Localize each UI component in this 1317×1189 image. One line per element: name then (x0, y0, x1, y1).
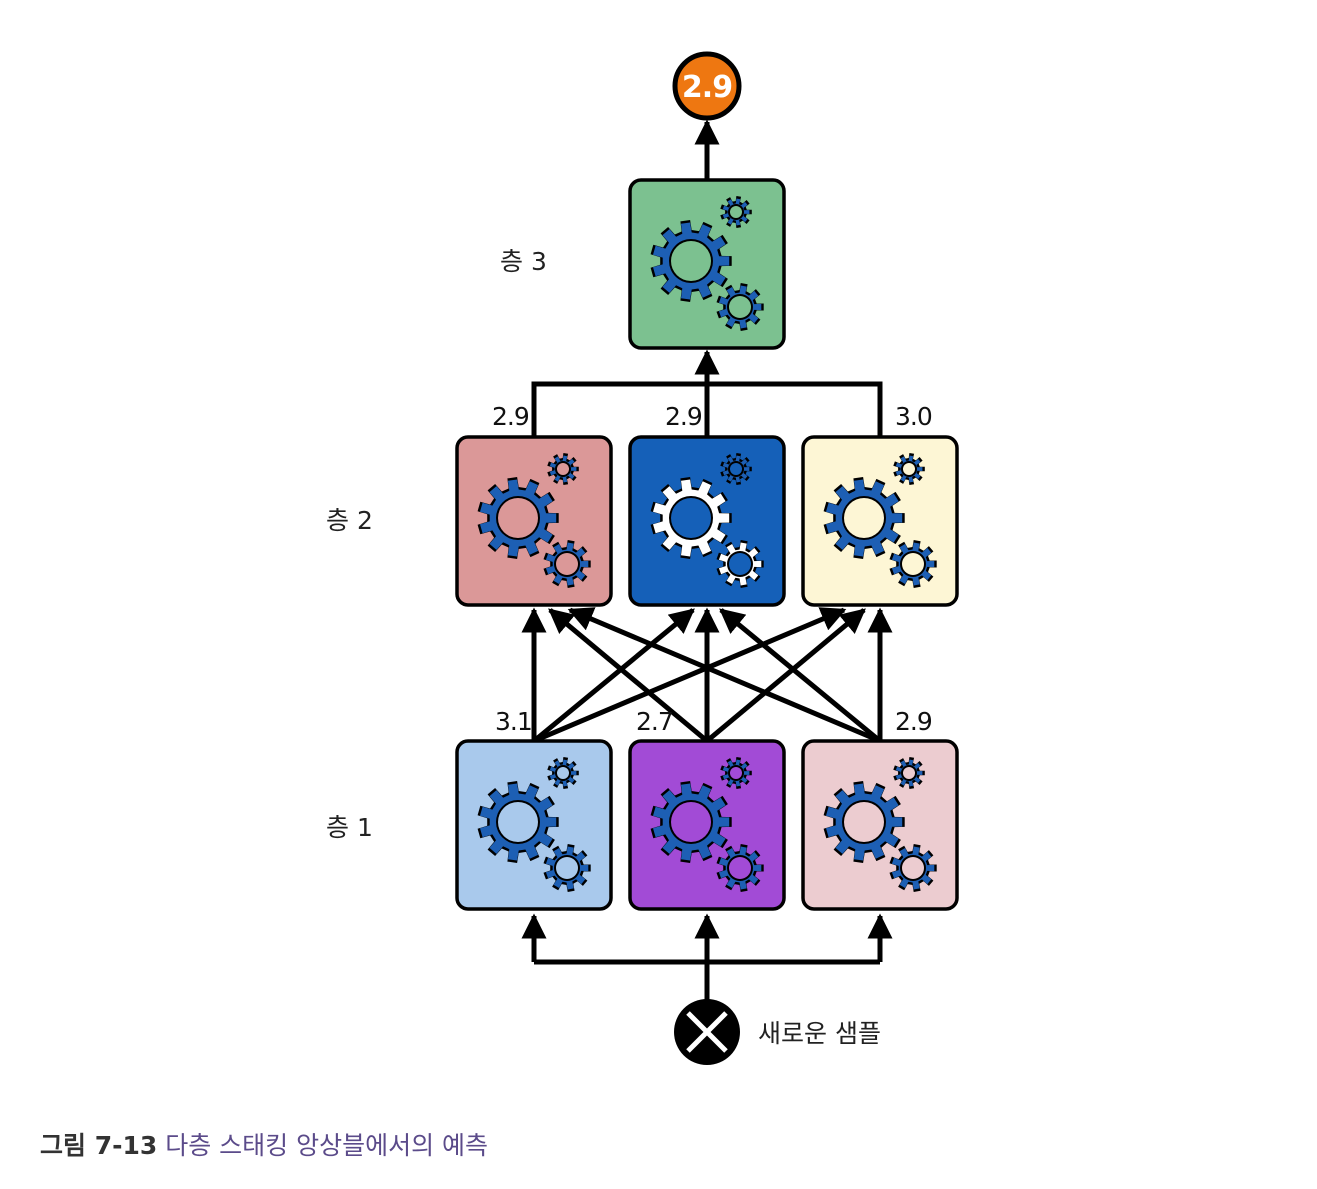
figure-title: 다층 스태킹 앙상블에서의 예측 (165, 1131, 489, 1160)
gears-icon (650, 196, 764, 331)
arrow-l1-2-to-l2-1 (548, 608, 709, 743)
small-gear-icon (720, 757, 752, 789)
small-gear-icon (720, 196, 752, 228)
final-output-node: 2.9 (672, 51, 742, 121)
layer-3-label: 층 3 (500, 247, 547, 276)
medium-gear-icon (889, 540, 937, 588)
gears-icon (477, 757, 591, 892)
new-sample-label: 새로운 샘플 (758, 1019, 881, 1048)
gears-icon (477, 453, 591, 588)
medium-gear-icon (889, 844, 937, 892)
layer-2-model-2-box (628, 435, 786, 607)
arrow-l1-1-to-l2-3 (533, 607, 847, 744)
output-circle (672, 51, 742, 121)
large-gear-icon (823, 477, 905, 559)
small-gear-icon (547, 453, 579, 485)
large-gear-icon (823, 781, 905, 863)
large-gear-icon (477, 477, 559, 559)
layer-1-model-2-output: 2.7 (636, 707, 673, 736)
gears-icon (650, 757, 764, 892)
sample-bus-line (534, 959, 880, 1000)
gears-icon (823, 757, 937, 892)
layer-2-model-3-output: 3.0 (895, 402, 932, 431)
figure-number: 그림 7-13 (40, 1131, 158, 1160)
connectors (521, 119, 893, 1000)
large-gear-icon (650, 220, 732, 302)
layer-2-model-3-box (801, 435, 959, 607)
new-sample-node: 새로운 샘플 (674, 999, 881, 1065)
medium-gear-icon (543, 844, 591, 892)
arrow-l1-1-to-l2-2 (532, 608, 695, 743)
small-gear-icon (893, 757, 925, 789)
model-boxes (455, 178, 959, 911)
layer-2-model-2-output: 2.9 (665, 402, 702, 431)
large-gear-icon (650, 781, 732, 863)
layer-1-model-2-box (628, 739, 786, 911)
layer-1-model-3-box (801, 739, 959, 911)
layer-1-model-1-box (455, 739, 613, 911)
layer-1-model-3-output: 2.9 (895, 707, 932, 736)
layer-1-label: 층 1 (326, 813, 373, 842)
layer-3-model-1-box (628, 178, 786, 350)
small-gear-icon (720, 453, 752, 485)
layer-2-model-1-output: 2.9 (492, 402, 529, 431)
final-output-value: 2.9 (682, 70, 732, 105)
large-gear-icon (650, 477, 732, 559)
arrow-l1-3-to-l2-1 (567, 607, 881, 744)
layer-2-model-1-box (455, 435, 613, 607)
small-gear-icon (547, 757, 579, 789)
medium-gear-icon (716, 844, 764, 892)
small-gear-icon (893, 453, 925, 485)
arrow-l1-2-to-l2-3 (705, 608, 866, 743)
figure-caption: 그림 7-13 다층 스태킹 앙상블에서의 예측 (40, 1126, 488, 1162)
arrow-l1-3-to-l2-2 (719, 608, 882, 743)
layer-2-label: 층 2 (326, 506, 373, 535)
medium-gear-icon (716, 540, 764, 588)
medium-gear-icon (716, 283, 764, 331)
gears-icon (650, 453, 764, 588)
layer-1-model-1-output: 3.1 (495, 707, 532, 736)
medium-gear-icon (543, 540, 591, 588)
cross-circle-icon (674, 999, 740, 1065)
gears-icon (823, 453, 937, 588)
large-gear-icon (477, 781, 559, 863)
